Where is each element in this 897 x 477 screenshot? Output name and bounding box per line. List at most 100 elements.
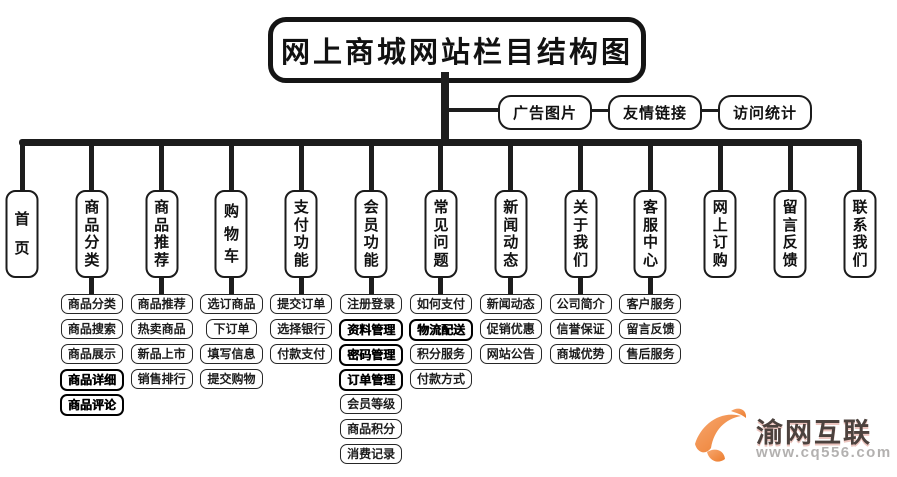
main-node-char: 于 [573, 216, 589, 234]
sub-node: 公司简介 [549, 294, 612, 314]
column-connector-line [857, 144, 863, 191]
main-node-char: 题 [433, 252, 449, 270]
sub-node: 资料管理 [339, 319, 404, 341]
main-node-char: 常 [433, 198, 449, 216]
sub-node: 物流配送 [408, 319, 473, 341]
column-connector-line [578, 144, 584, 191]
column-connector-line [717, 144, 723, 191]
sub-node: 提交订单 [270, 294, 333, 314]
main-node-char: 系 [852, 216, 868, 234]
main-node-char: 中 [642, 234, 658, 252]
main-node: 留言反馈 [773, 190, 807, 278]
main-node-char: 功 [293, 234, 309, 252]
sub-connector-line [508, 276, 514, 295]
side-node-links: 友情链接 [608, 95, 702, 130]
main-node-char: 品 [154, 216, 170, 234]
sub-node: 商品分类 [60, 294, 123, 314]
sub-node: 付款支付 [270, 344, 333, 364]
sub-node: 订单管理 [339, 369, 404, 391]
main-node-char: 功 [363, 234, 379, 252]
watermark-url: www.cq556.com [756, 444, 892, 461]
main-node-char: 员 [363, 216, 379, 234]
main-node-char: 网 [712, 198, 728, 216]
main-node-char: 支 [293, 198, 309, 216]
sub-node: 促销优惠 [479, 319, 542, 339]
main-node-char: 订 [712, 234, 728, 252]
sub-node: 积分服务 [409, 344, 472, 364]
bus-connector-line [19, 139, 862, 146]
yuwang-logo-icon [695, 408, 747, 462]
main-node-char: 馈 [782, 252, 798, 270]
sub-node: 如何支付 [409, 294, 472, 314]
main-node-char: 问 [433, 234, 449, 252]
main-node: 商品分类 [75, 190, 109, 278]
main-node: 会员功能 [354, 190, 388, 278]
sub-node: 留言反馈 [619, 319, 682, 339]
column-connector-line [787, 144, 793, 191]
sub-node: 密码管理 [339, 344, 404, 366]
side-branch-connector-line [445, 108, 498, 112]
main-node-char: 闻 [503, 216, 519, 234]
main-node-char: 服 [642, 216, 658, 234]
main-node-char: 车 [223, 247, 239, 265]
main-node-char: 新 [503, 198, 519, 216]
side-node-ads: 广告图片 [498, 95, 592, 130]
sub-connector-line [228, 276, 234, 295]
diagram-title: 网上商城网站栏目结构图 [268, 17, 646, 83]
main-node-char: 们 [573, 252, 589, 270]
main-node-char: 购 [712, 252, 728, 270]
main-node: 支付功能 [284, 190, 318, 278]
main-node-char: 页 [14, 240, 30, 258]
main-node-char: 留 [782, 198, 798, 216]
sub-connector-line [159, 276, 165, 295]
main-node-char: 我 [573, 234, 589, 252]
column-connector-line [298, 144, 304, 191]
main-node-char: 品 [84, 216, 100, 234]
sub-node: 消费记录 [340, 444, 403, 464]
sub-node: 网站公告 [479, 344, 542, 364]
sub-node: 信誉保证 [549, 319, 612, 339]
main-node-char: 物 [223, 225, 239, 243]
sub-connector-line [368, 276, 374, 295]
sub-node: 客户服务 [619, 294, 682, 314]
main-node: 商品推荐 [145, 190, 179, 278]
sub-node: 商城优势 [549, 344, 612, 364]
main-node-char: 们 [852, 252, 868, 270]
main-node-char: 心 [642, 252, 658, 270]
sub-node: 填写信息 [200, 344, 263, 364]
column-connector-line [19, 144, 25, 191]
sub-node: 新品上市 [130, 344, 193, 364]
sub-connector-line [298, 276, 304, 295]
main-node-char: 商 [154, 198, 170, 216]
sub-connector-line [438, 276, 444, 295]
column-connector-line [159, 144, 165, 191]
main-node-char: 见 [433, 216, 449, 234]
main-node-char: 反 [782, 234, 798, 252]
column-connector-line [438, 144, 444, 191]
main-node-char: 客 [642, 198, 658, 216]
main-node-char: 言 [782, 216, 798, 234]
column-connector-line [228, 144, 234, 191]
sub-node: 商品评论 [59, 394, 124, 416]
main-node-char: 能 [363, 252, 379, 270]
watermark-brand: 渝网互联 [756, 418, 872, 448]
main-node-char: 动 [503, 234, 519, 252]
main-node-char: 推 [154, 234, 170, 252]
main-node: 联系我们 [843, 190, 877, 278]
sub-node: 会员等级 [340, 394, 403, 414]
main-node-char: 荐 [154, 252, 170, 270]
main-node-char: 会 [363, 198, 379, 216]
sub-node: 提交购物 [200, 369, 263, 389]
main-node-char: 态 [503, 252, 519, 270]
sub-node: 商品展示 [60, 344, 123, 364]
main-node: 首页 [5, 190, 39, 278]
side-segment-connector-line [586, 109, 608, 112]
column-connector-line [647, 144, 653, 191]
sub-node: 付款方式 [409, 369, 472, 389]
sub-node: 销售排行 [130, 369, 193, 389]
sub-node: 注册登录 [340, 294, 403, 314]
side-segment-connector-line [696, 109, 718, 112]
sub-node: 商品详细 [59, 369, 124, 391]
main-node: 关于我们 [564, 190, 598, 278]
